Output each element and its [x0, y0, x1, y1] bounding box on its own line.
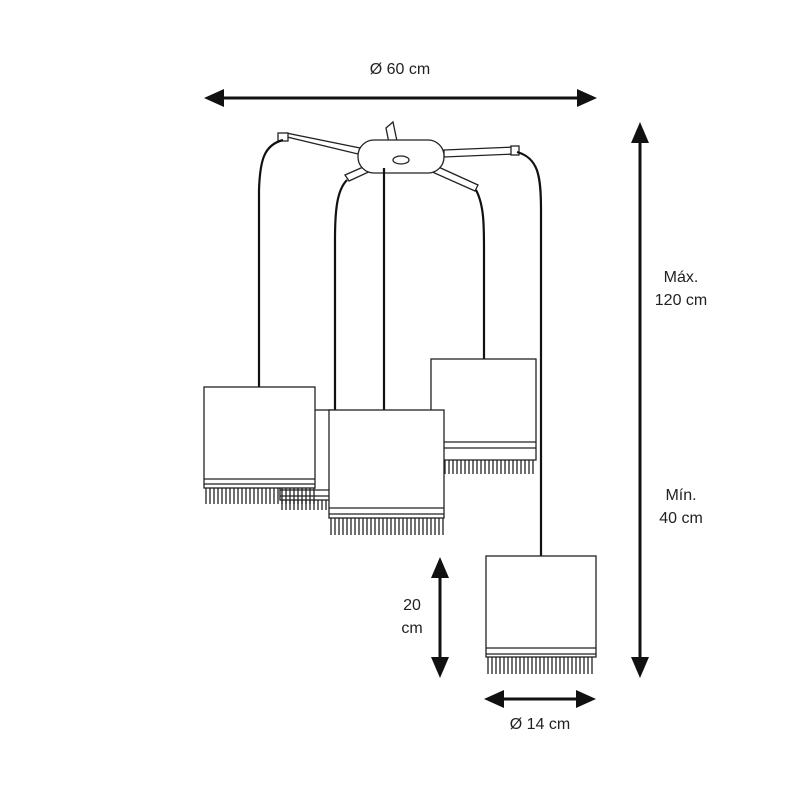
- ceiling-canopy: [277, 120, 520, 192]
- shade-height-label-line2: cm: [401, 620, 423, 637]
- lamp-shade-bottom: [485, 555, 597, 674]
- shade-height-label-line1: 20: [403, 597, 421, 614]
- shade-diameter-arrow: [484, 690, 596, 708]
- min-height-label-line2: 40 cm: [659, 510, 703, 527]
- height-dimension-arrow: [631, 122, 649, 678]
- shade-diameter-label: Ø 14 cm: [490, 713, 590, 736]
- lamp-shade-right-upper: [430, 358, 537, 474]
- shade-height-arrow: [431, 557, 449, 678]
- max-height-label-line1: Máx.: [663, 269, 699, 286]
- max-height-label: Máx. 120 cm: [640, 266, 722, 312]
- min-height-label: Mín. 40 cm: [640, 484, 722, 530]
- width-label-text: Ø 60 cm: [369, 61, 431, 78]
- shade-diameter-label-text: Ø 14 cm: [509, 716, 571, 733]
- shade-height-label: 20 cm: [392, 594, 432, 640]
- width-label: Ø 60 cm: [340, 58, 460, 81]
- max-height-label-line2: 120 cm: [654, 292, 708, 309]
- width-dimension-arrow: [204, 89, 597, 107]
- pendant-cords: [257, 138, 543, 557]
- min-height-label-line1: Mín.: [665, 487, 697, 504]
- lamp-shade-left: [203, 386, 316, 504]
- lamp-shade-center: [328, 409, 445, 535]
